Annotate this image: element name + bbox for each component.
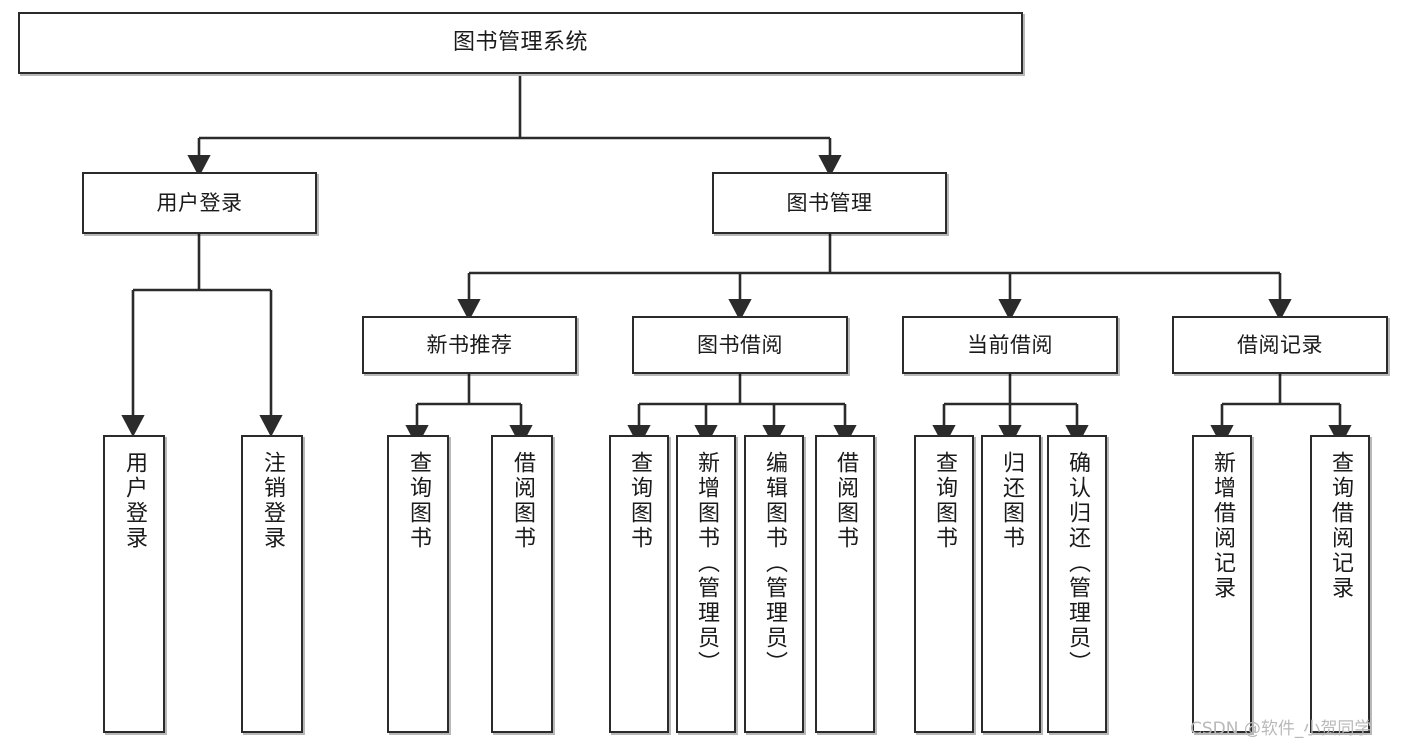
node-label: 借阅图书 [833, 451, 858, 551]
leaf-query-book-recommend[interactable]: 查询图书 [387, 435, 449, 733]
node-book-manage[interactable]: 图书管理 [712, 172, 947, 234]
node-label: 编辑图书（管理员） [762, 451, 787, 676]
node-label: 新书推荐 [426, 332, 513, 357]
leaf-query-book-borrow[interactable]: 查询图书 [609, 435, 669, 733]
node-new-book-recommend[interactable]: 新书推荐 [362, 316, 577, 374]
node-label: 归还图书 [999, 451, 1024, 551]
node-label: 当前借阅 [967, 332, 1053, 357]
leaf-return-book[interactable]: 归还图书 [981, 435, 1041, 733]
leaf-query-book-current[interactable]: 查询图书 [914, 435, 974, 733]
node-label: 图书借阅 [697, 332, 783, 357]
node-label: 新增图书（管理员） [694, 451, 719, 676]
leaf-add-borrow-record[interactable]: 新增借阅记录 [1192, 435, 1252, 733]
node-book-borrow[interactable]: 图书借阅 [632, 316, 848, 374]
leaf-borrow-book-recommend[interactable]: 借阅图书 [491, 435, 553, 733]
node-label: 借阅图书 [510, 451, 535, 551]
node-label: 查询图书 [932, 451, 957, 551]
node-user-login[interactable]: 用户登录 [82, 172, 317, 234]
node-label: 图书管理系统 [452, 30, 588, 56]
leaf-edit-book-admin[interactable]: 编辑图书（管理员） [744, 435, 804, 733]
node-label: 注销登录 [260, 451, 285, 551]
node-label: 用户登录 [122, 451, 147, 551]
leaf-add-book-admin[interactable]: 新增图书（管理员） [676, 435, 736, 733]
node-label: 新增借阅记录 [1210, 451, 1235, 601]
leaf-user-login[interactable]: 用户登录 [103, 435, 165, 733]
node-label: 用户登录 [156, 190, 243, 215]
node-borrow-record[interactable]: 借阅记录 [1172, 316, 1388, 374]
leaf-query-borrow-record[interactable]: 查询借阅记录 [1310, 435, 1370, 733]
node-root-system[interactable]: 图书管理系统 [18, 12, 1023, 74]
leaf-logout-login[interactable]: 注销登录 [241, 435, 303, 733]
leaf-borrow-book-borrow[interactable]: 借阅图书 [815, 435, 875, 733]
leaf-confirm-return-admin[interactable]: 确认归还（管理员） [1047, 435, 1107, 733]
node-label: 查询借阅记录 [1328, 451, 1353, 601]
node-label: 确认归还（管理员） [1065, 451, 1090, 676]
csdn-watermark: CSDN @软件_小贺同学 [1190, 719, 1372, 739]
node-label: 查询图书 [627, 451, 652, 551]
node-label: 查询图书 [406, 451, 431, 551]
node-current-borrow[interactable]: 当前借阅 [902, 316, 1118, 374]
node-label: 图书管理 [786, 190, 873, 215]
node-label: 借阅记录 [1237, 332, 1323, 357]
